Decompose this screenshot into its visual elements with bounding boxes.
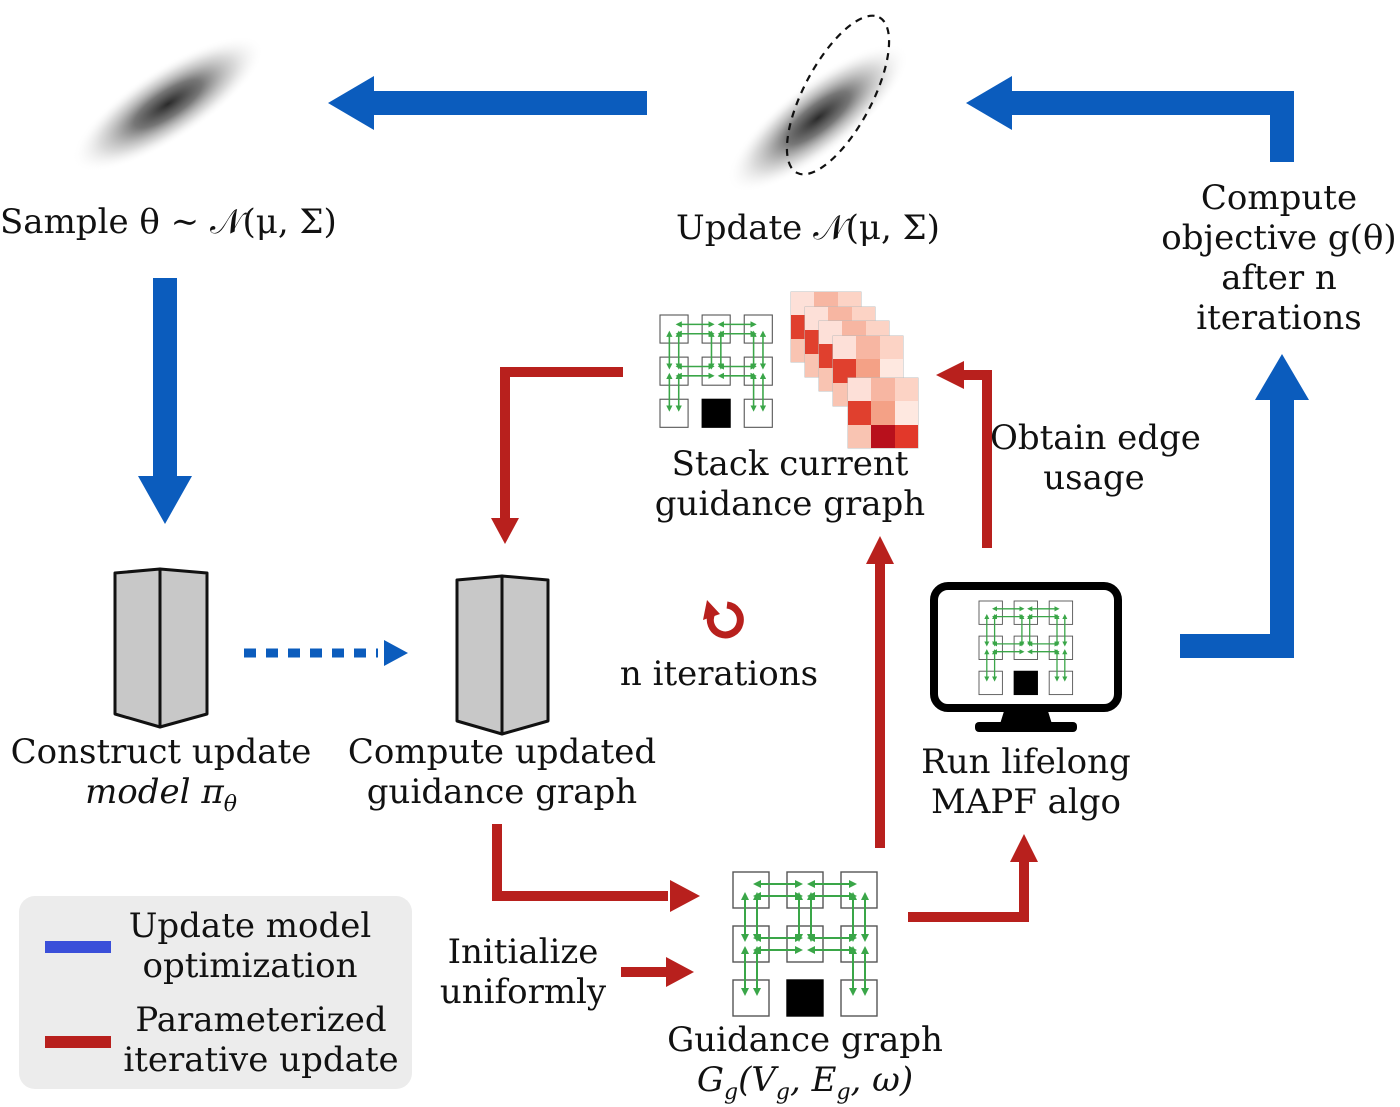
compute-objective-label: Compute objective g(θ) after n iteration… [1161,178,1397,338]
legend [19,896,412,1089]
guidance-graph-label: Guidance graph Gg(Vg, Eg, ω) [667,1020,943,1105]
blue-arrow-update-to-sample [328,76,647,130]
blue-arrow-sample-to-model [138,278,192,524]
legend-swatch-blue [45,941,111,953]
grid-graph-icon [733,872,877,1016]
update-distribution-label: Update 𝒩(μ, Σ) [676,208,940,248]
stack-graph-label: Stack current guidance graph [654,444,926,524]
run-mapf-label: Run lifelong MAPF algo [921,742,1131,822]
construct-model-label: Construct update model πθ [10,732,312,817]
n-iterations-label: n iterations [619,654,819,694]
legend-blue-label: Update model optimization [128,906,372,986]
grid-graph-icon [660,315,772,427]
legend-swatch-red [45,1036,111,1048]
block-model-icon [455,574,550,736]
monitor-icon [930,582,1122,732]
dotted-arrow-model-to-graph [244,640,408,666]
heatmap-stack-icon [790,291,919,449]
red-arrow-mapf-to-stack [936,361,992,548]
blue-arrow-objective-to-update [966,76,1294,162]
gaussian-blob-icon [727,14,909,193]
cycle-arrow-icon [703,600,744,639]
block-model-icon [113,567,209,729]
blue-arrow-mapf-to-objective [1180,354,1309,658]
compute-graph-label: Compute updated guidance graph [347,732,657,812]
sample-label: Sample θ ∼ 𝒩(μ, Σ) [0,202,337,242]
obtain-edge-usage-label: Obtain edge usage [990,418,1201,498]
legend-red-label: Parameterized iterative update [123,1000,399,1080]
initialize-label: Initialize uniformly [439,932,607,1012]
red-arrow-graph-to-stack [866,536,894,848]
red-arrow-initialize-to-graph [621,957,694,987]
red-arrow-compute-to-graph [492,824,700,912]
red-arrow-stack-to-compute [491,367,623,544]
gaussian-blob-icon [72,35,264,173]
red-arrow-graph-to-mapf [908,834,1038,922]
